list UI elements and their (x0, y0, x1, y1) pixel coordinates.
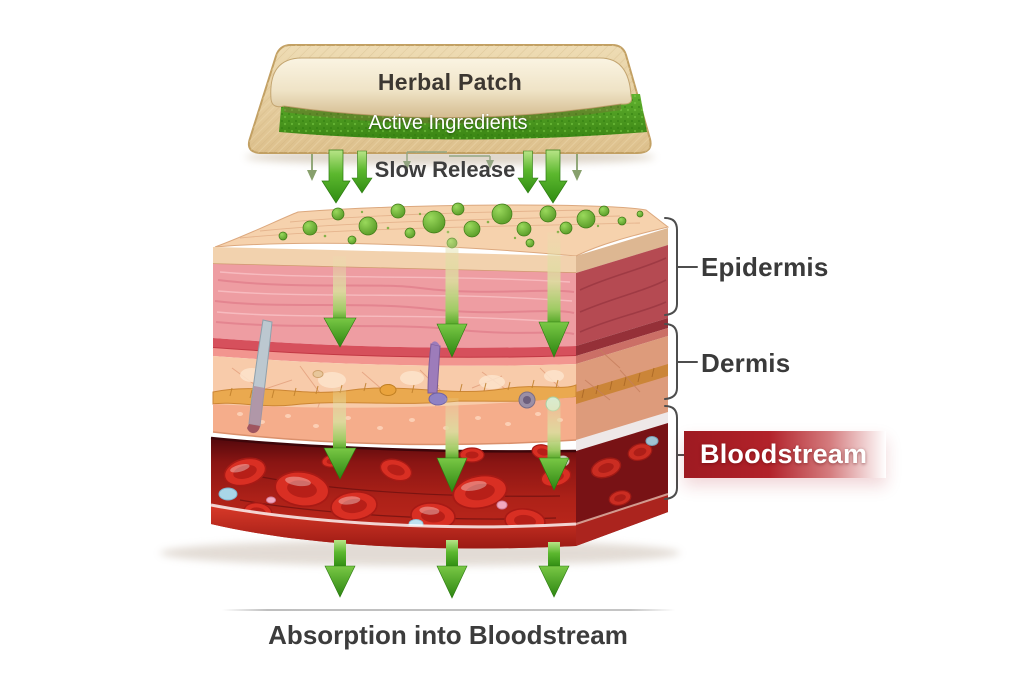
absorption-caption: Absorption into Bloodstream (268, 620, 628, 650)
flap-fold-shadow (284, 104, 621, 124)
stratum-corneum-band (213, 247, 576, 273)
patch-top-flap (270, 57, 632, 119)
footer-divider-line (222, 609, 675, 611)
release-arrow-medium-left (351, 150, 373, 194)
skin-block (210, 202, 670, 599)
release-arrow-large-right (538, 149, 568, 204)
patch-subtitle: Active Ingredients (368, 112, 528, 134)
layer-label-bloodstream: Bloodstream (700, 439, 868, 469)
release-arrow-thin-left (307, 154, 317, 181)
slow-release-label: Slow Release (374, 157, 516, 182)
skin-block-side-face (575, 228, 669, 546)
penetration-arrow-column-3 (538, 232, 570, 598)
vessel-wall-highlight (210, 503, 577, 529)
dermis-lower-speckles (237, 412, 563, 430)
layer-label-dermis: Dermis (701, 348, 791, 378)
penetration-arrow-column-2 (436, 228, 468, 599)
release-arrow-medium-right (517, 150, 539, 194)
vessel-wall-bottom (211, 505, 576, 549)
side-red-blood-cells (590, 436, 659, 506)
release-trickle-connectors (403, 151, 494, 170)
bloodstream-bracket (664, 405, 678, 500)
release-arrows (307, 149, 582, 204)
release-arrow-thin-right (572, 154, 582, 181)
bloodstream-vessel (210, 436, 577, 549)
skin-front-face (212, 247, 577, 446)
penetration-arrows (323, 228, 570, 599)
layer-label-epidermis: Epidermis (701, 252, 829, 282)
bloodstream-highlight-band: Bloodstream (684, 431, 886, 478)
herbal-patch-graphic (245, 44, 655, 165)
skin-top-surface (214, 202, 670, 257)
herbal-particles (278, 202, 644, 249)
hair-follicle-large (247, 319, 273, 434)
penetration-arrow-column-1 (323, 256, 357, 598)
dermis-lower-band (213, 397, 576, 445)
release-arrow-large-left (321, 149, 351, 204)
patch-title: Herbal Patch (377, 69, 523, 95)
